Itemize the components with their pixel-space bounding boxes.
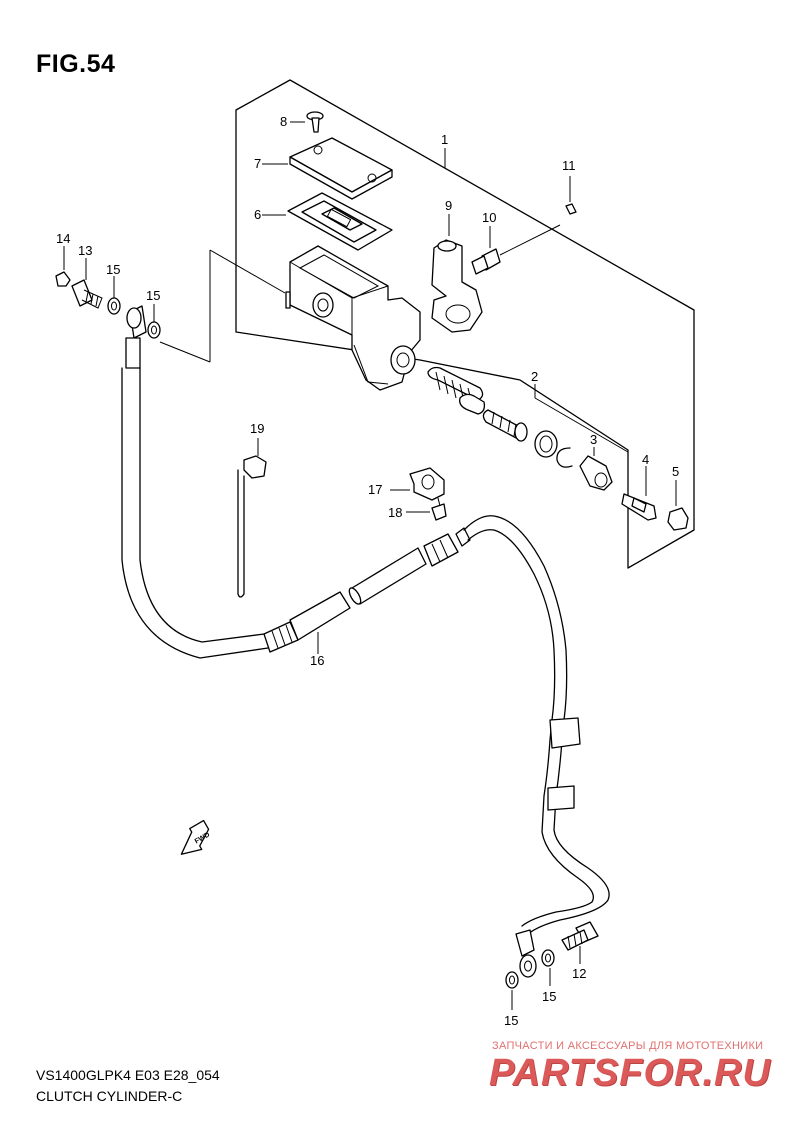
figure-title: FIG.54: [36, 50, 116, 78]
callout-11: 11: [562, 158, 576, 173]
assembly-outline: [159, 79, 695, 569]
nut-part-5[interactable]: [667, 480, 689, 531]
diagram-caption: CLUTCH CYLINDER-C: [36, 1088, 183, 1104]
screw-part-11[interactable]: [565, 176, 577, 215]
callout-7: 7: [254, 156, 261, 171]
callout-10: 10: [482, 210, 496, 225]
callout-1: 1: [441, 132, 448, 147]
callout-3: 3: [590, 432, 597, 447]
clutch-pipe[interactable]: [463, 515, 610, 935]
callout-15-a: 15: [106, 262, 120, 277]
bleeder-cap-part-14[interactable]: [55, 246, 71, 287]
callout-14: 14: [56, 231, 70, 246]
callout-9: 9: [445, 198, 452, 213]
washer-part-15-b[interactable]: [147, 304, 161, 339]
screw-part-8[interactable]: [290, 111, 324, 133]
watermark-logo: PARTSFOR.RU: [489, 1052, 771, 1094]
piston-kit-part-2[interactable]: [427, 366, 629, 468]
callout-15-b: 15: [146, 288, 160, 303]
boot-part-3[interactable]: [579, 447, 613, 491]
pushrod-part-4[interactable]: [621, 466, 657, 521]
lower-banjo-fitting[interactable]: [515, 929, 537, 978]
callout-12: 12: [572, 966, 586, 981]
callout-15-c: 15: [542, 989, 556, 1004]
clutch-hose-part-16[interactable]: [121, 305, 471, 659]
model-code: VS1400GLPK4 E03 E28_054: [36, 1067, 220, 1083]
callout-17: 17: [368, 482, 382, 497]
callout-5: 5: [672, 464, 679, 479]
callout-19: 19: [250, 421, 264, 436]
cable-tie-part-19[interactable]: [237, 438, 267, 598]
callout-2: 2: [531, 369, 538, 384]
washer-part-15-c[interactable]: [541, 949, 555, 986]
callout-15-d: 15: [504, 1013, 518, 1028]
clamp-part-17[interactable]: [390, 467, 445, 501]
washer-part-15-d[interactable]: [505, 971, 519, 1010]
callout-13: 13: [78, 243, 92, 258]
callout-8: 8: [280, 114, 287, 129]
washer-part-15-a[interactable]: [107, 276, 121, 315]
banjo-bolt-part-13[interactable]: [71, 258, 103, 309]
clamp-part-9[interactable]: [431, 214, 483, 333]
callout-16: 16: [310, 653, 324, 668]
banjo-bolt-part-12[interactable]: [561, 921, 599, 964]
watermark-tagline: ЗАПЧАСТИ И АКСЕССУАРЫ ДЛЯ МОТОТЕХНИКИ: [492, 1040, 764, 1052]
reservoir-cap-part-7[interactable]: [262, 137, 393, 200]
callout-18: 18: [388, 505, 402, 520]
fwd-arrow-icon: FWD: [180, 819, 211, 855]
master-cylinder-body[interactable]: [285, 245, 421, 391]
callout-4: 4: [642, 452, 649, 467]
bolt-part-10[interactable]: [471, 224, 561, 275]
callout-6: 6: [254, 207, 261, 222]
diaphragm-part-6[interactable]: [262, 192, 393, 251]
bolt-part-18[interactable]: [406, 497, 447, 521]
